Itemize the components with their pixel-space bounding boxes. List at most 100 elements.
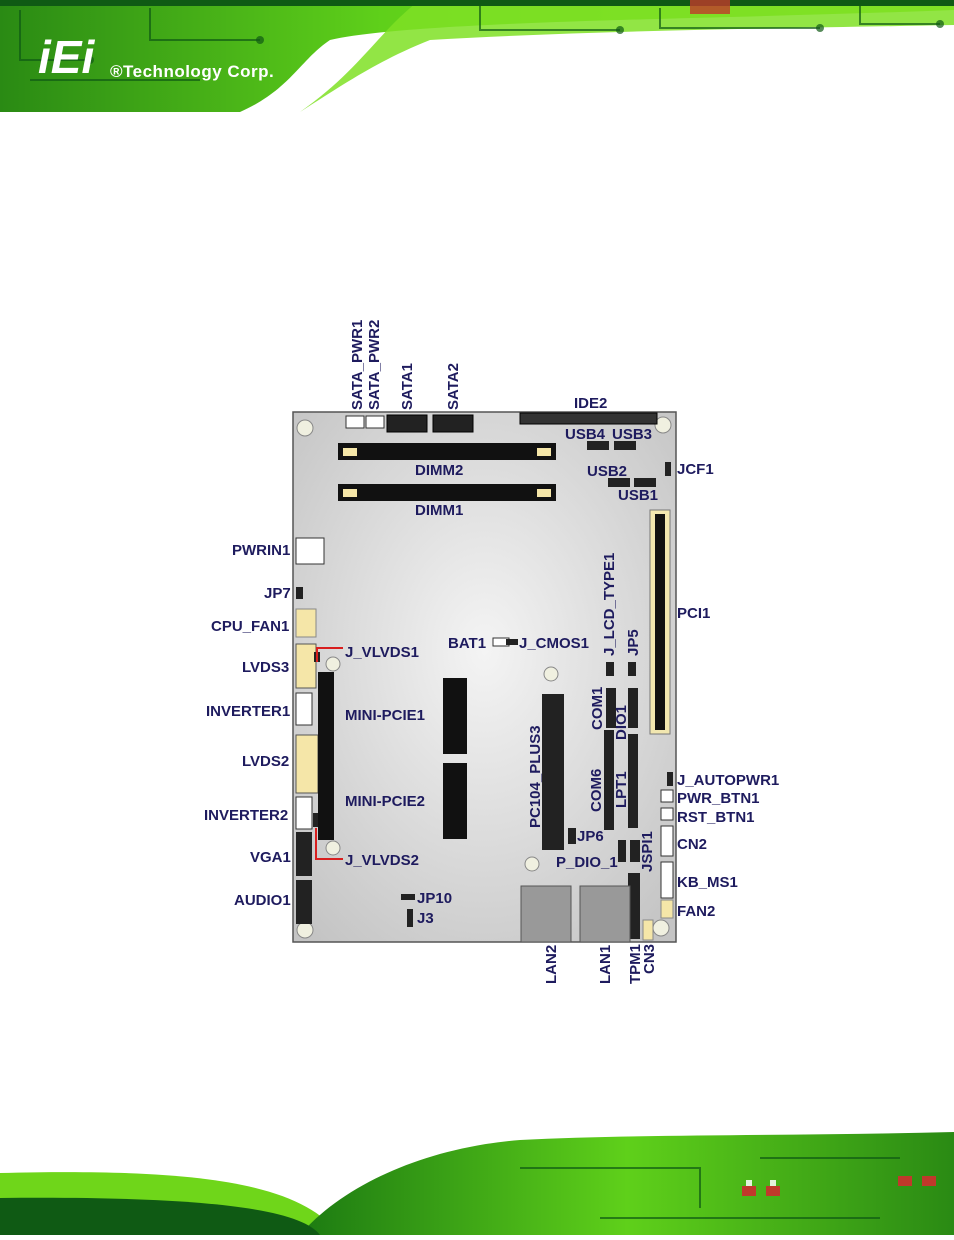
p-dio-1-header <box>618 840 626 862</box>
label-audio1: AUDIO1 <box>234 892 291 909</box>
lan2-connector <box>520 885 572 943</box>
lan1-connector <box>579 885 631 943</box>
label-p-dio-1: P_DIO_1 <box>556 854 618 871</box>
mounting-holes <box>296 416 672 939</box>
jspi1-header <box>630 840 640 862</box>
label-cn3: CN3 <box>641 944 658 974</box>
sata2-connector <box>432 414 474 433</box>
label-usb3: USB3 <box>612 426 652 443</box>
label-j-autopwr1: J_AUTOPWR1 <box>677 772 779 789</box>
label-sata2: SATA2 <box>445 363 462 410</box>
label-sata-pwr2: SATA_PWR2 <box>366 320 383 410</box>
label-lvds2: LVDS2 <box>242 753 289 770</box>
label-rst-btn1: RST_BTN1 <box>677 809 755 826</box>
label-cn2: CN2 <box>677 836 707 853</box>
label-j-lcd-type1: J_LCD_TYPE1 <box>601 553 618 656</box>
pwrin1-connector <box>295 537 325 565</box>
jp7-jumper <box>296 587 303 599</box>
pwr-btn1-connector <box>660 789 674 803</box>
label-dio1: DIO1 <box>613 705 630 740</box>
mini-pcie-rail <box>318 672 334 840</box>
com1-header <box>606 688 616 728</box>
label-j-vlvds1: J_VLVDS1 <box>345 644 419 661</box>
label-usb4: USB4 <box>565 426 606 443</box>
audio1-connector <box>296 880 312 924</box>
label-com1: COM1 <box>589 687 606 730</box>
j-lcd-type1-jumper <box>606 662 614 676</box>
label-mini-pcie2: MINI-PCIE2 <box>345 793 425 810</box>
label-mini-pcie1: MINI-PCIE1 <box>345 707 425 724</box>
label-lpt1: LPT1 <box>613 771 630 808</box>
page-header: iEi ®Technology Corp. <box>0 0 954 112</box>
label-usb2: USB2 <box>587 463 627 480</box>
label-fan2: FAN2 <box>677 903 715 920</box>
page-footer <box>0 1128 954 1235</box>
label-vga1: VGA1 <box>250 849 291 866</box>
company-logo-mark: iEi <box>38 31 95 83</box>
label-jp10: JP10 <box>417 890 452 907</box>
inverter1-connector <box>295 692 313 726</box>
label-lan2: LAN2 <box>543 945 560 984</box>
label-pwrin1: PWRIN1 <box>232 542 290 559</box>
company-logo-text: ®Technology Corp. <box>110 62 275 81</box>
fan2-connector <box>660 899 674 919</box>
vga1-connector <box>296 832 312 876</box>
usb2-header <box>608 478 630 487</box>
label-com6: COM6 <box>588 769 605 812</box>
pc104-plus3-connector <box>542 694 564 850</box>
label-dimm1: DIMM1 <box>415 502 463 519</box>
label-dimm2: DIMM2 <box>415 462 463 479</box>
sata-pwr2-connector <box>365 415 385 429</box>
label-usb1: USB1 <box>618 487 658 504</box>
dimm1-slot <box>338 484 556 501</box>
ide2-connector <box>519 412 658 425</box>
label-sata1: SATA1 <box>399 363 416 410</box>
pcb-footer-graphic <box>0 1132 954 1235</box>
dimm2-slot <box>338 443 556 460</box>
label-j-cmos1: J_CMOS1 <box>519 635 589 652</box>
dio1-header <box>628 688 638 728</box>
label-jp6: JP6 <box>577 828 604 845</box>
usb3-header <box>614 441 636 450</box>
sata-pwr1-connector <box>345 415 365 429</box>
jcf1-jumper <box>665 462 671 476</box>
lvds3-connector <box>295 643 317 689</box>
label-pc104-plus3: PC104_PLUS3 <box>527 725 544 828</box>
label-ide2: IDE2 <box>574 395 607 412</box>
label-j-vlvds2: J_VLVDS2 <box>345 852 419 869</box>
j-vlvds1-leader <box>316 647 343 662</box>
label-sata-pwr1: SATA_PWR1 <box>349 320 366 410</box>
tpm1-header <box>628 873 640 939</box>
label-pci1: PCI1 <box>677 605 710 622</box>
com6-header <box>604 730 614 830</box>
label-lan1: LAN1 <box>597 945 614 984</box>
cpu-fan1-connector <box>295 608 317 638</box>
lvds2-connector <box>295 734 319 794</box>
label-jp5: JP5 <box>625 629 642 656</box>
label-lvds3: LVDS3 <box>242 659 289 676</box>
label-inverter2: INVERTER2 <box>204 807 288 824</box>
label-jspi1: JSPI1 <box>639 831 656 872</box>
pcb-header-graphic <box>0 0 954 112</box>
usb1-header <box>634 478 656 487</box>
mini-pcie2-slot <box>443 763 467 839</box>
label-tpm1: TPM1 <box>627 944 644 984</box>
inverter2-connector <box>295 796 313 830</box>
label-cpu-fan1: CPU_FAN1 <box>211 618 289 635</box>
label-jcf1: JCF1 <box>677 461 714 478</box>
j-cmos1-jumper <box>506 639 518 645</box>
label-j3: J3 <box>417 910 434 927</box>
cn2-connector <box>660 825 674 857</box>
sata1-connector <box>386 414 428 433</box>
label-kb-ms1: KB_MS1 <box>677 874 738 891</box>
mini-pcie1-slot <box>443 678 467 754</box>
jp5-jumper <box>628 662 636 676</box>
j-vlvds2-leader <box>315 828 343 860</box>
j3-jumper <box>407 909 413 927</box>
label-jp7: JP7 <box>264 585 291 602</box>
j-autopwr1-jumper <box>667 772 673 786</box>
lpt1-header <box>628 734 638 828</box>
cn3-connector <box>642 919 654 941</box>
label-bat1: BAT1 <box>448 635 486 652</box>
